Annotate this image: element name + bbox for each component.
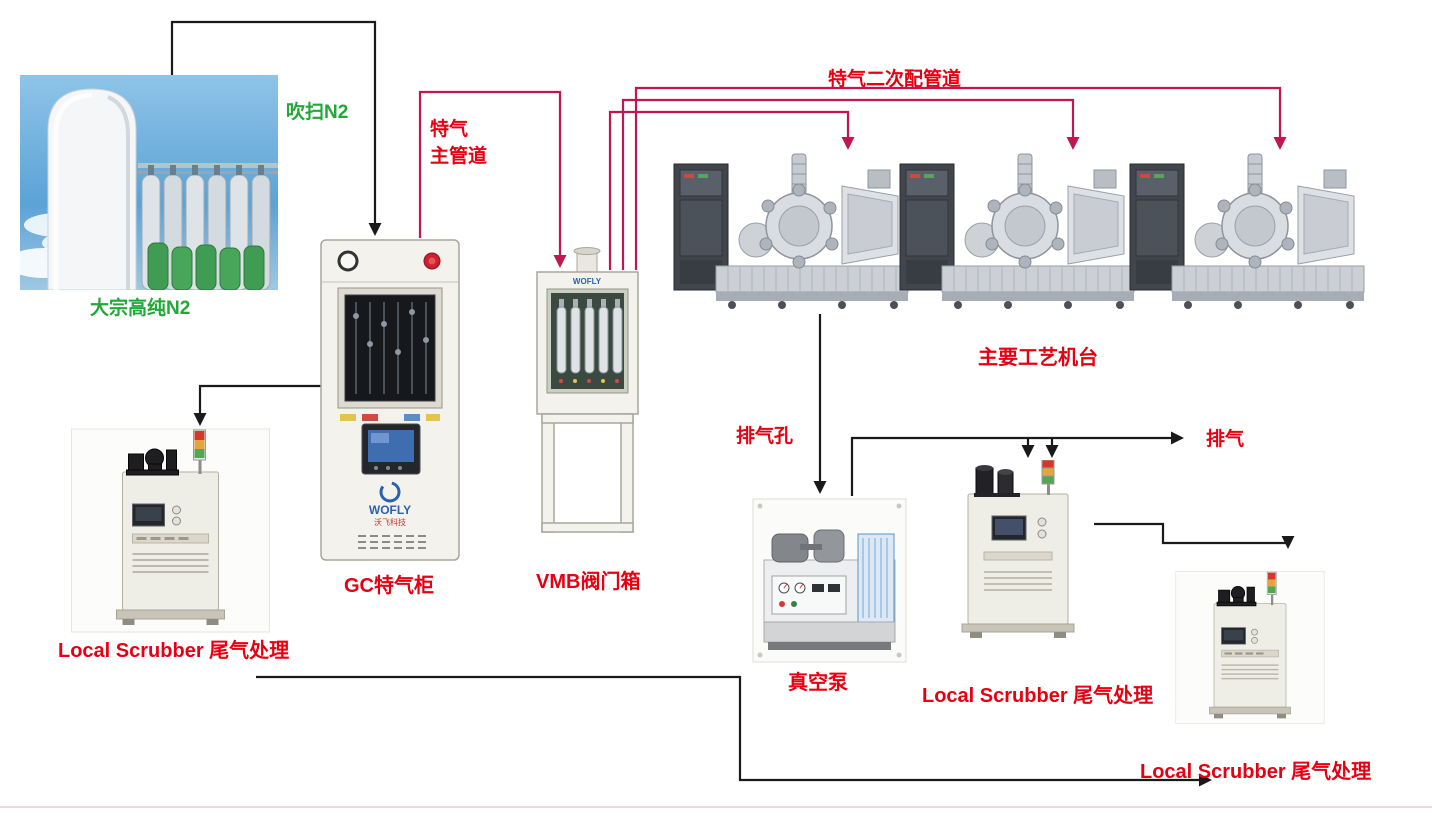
label-vacuum-pump: 真空泵 — [788, 672, 848, 694]
label-process-tools: 主要工艺机台 — [978, 347, 1098, 369]
gauge-icon — [337, 250, 359, 272]
gc-logo-brand: WOFLY — [369, 503, 411, 517]
process-tool-1-graphic — [672, 150, 912, 312]
process-tool-1 — [672, 150, 912, 312]
gc-gas-cabinet: WOFLY 沃飞科技 — [318, 224, 462, 564]
label-purge-n2: 吹扫N2 — [286, 102, 349, 123]
pipe-gc-to-scrubber-left — [193, 384, 321, 426]
label-main-gas-pipe-line1: 特气 — [430, 119, 469, 140]
label-exhaust: 排气 — [1206, 429, 1245, 450]
scrubber-right-graphic — [1175, 550, 1325, 745]
process-tool-3-graphic — [1128, 150, 1368, 312]
label-vmb-box: VMB阀门箱 — [536, 571, 641, 593]
vmb-header-text: WOFLY — [573, 277, 602, 286]
n2-tank-graphic — [20, 75, 278, 290]
label-main-gas-pipe-line2: 主管道 — [430, 146, 488, 167]
label-main-gas-pipe: 特气 主管道 — [430, 116, 487, 170]
label-scrubber-middle: Local Scrubber 尾气处理 — [922, 685, 1154, 707]
vmb-valve-box: WOFLY — [530, 245, 645, 545]
label-n2-source: 大宗高纯N2 — [90, 298, 191, 319]
label-scrubber-left: Local Scrubber 尾气处理 — [58, 640, 290, 662]
label-gc-cabinet: GC特气柜 — [344, 575, 434, 597]
scrubber-middle-unit — [944, 460, 1094, 640]
process-tool-2-graphic — [898, 150, 1138, 312]
label-vent-hole: 排气孔 — [736, 426, 794, 447]
process-tool-3 — [1128, 150, 1368, 312]
vmb-valve-box-graphic: WOFLY — [536, 247, 639, 533]
scrubber-right-unit — [1175, 550, 1325, 745]
bottom-divider — [0, 806, 1432, 808]
n2-tank-photo — [20, 75, 278, 290]
pipe-scrubber-mid-to-scrubber-right — [1094, 522, 1295, 549]
label-secondary-pipe: 特气二次配管道 — [828, 69, 962, 90]
scrubber-left-graphic — [68, 428, 273, 633]
vacuum-pump-graphic — [752, 498, 907, 663]
scrubber-middle-graphic — [961, 460, 1075, 638]
vent-grille — [358, 535, 426, 549]
vacuum-pump — [752, 498, 907, 663]
process-tool-2 — [898, 150, 1138, 312]
wofly-logo-icon — [379, 481, 401, 503]
gc-logo-sub: 沃飞科技 — [374, 517, 406, 527]
scrubber-left-unit — [68, 428, 273, 633]
label-scrubber-right: Local Scrubber 尾气处理 — [1140, 761, 1372, 783]
gc-gas-cabinet-graphic: WOFLY 沃飞科技 — [320, 239, 460, 561]
